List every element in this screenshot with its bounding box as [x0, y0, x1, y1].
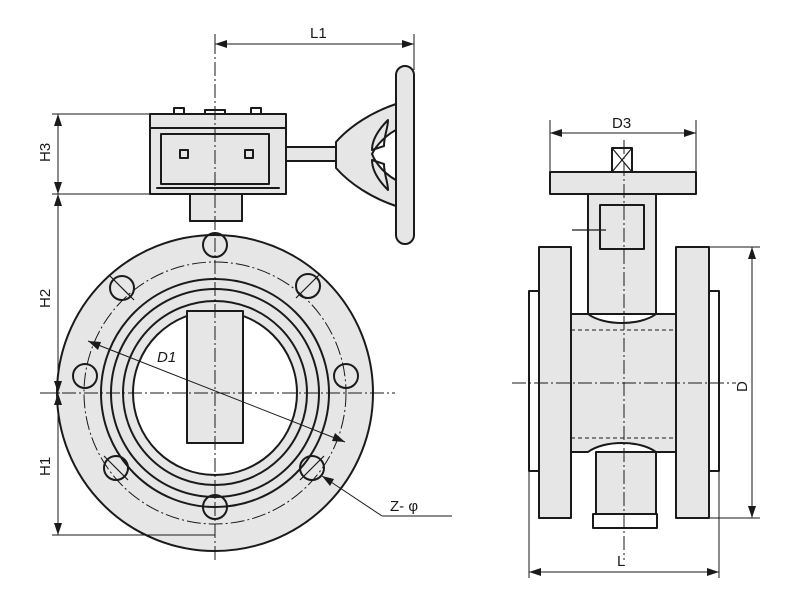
label-D: D	[734, 381, 751, 392]
bolt-hole-lower-left	[103, 455, 129, 481]
label-H2: H2	[37, 289, 54, 308]
bolt-hole-left	[72, 363, 98, 389]
gearbox	[149, 107, 287, 195]
dimension-D1	[87, 340, 346, 443]
label-H1: H1	[37, 457, 54, 476]
square-drive	[611, 147, 633, 173]
right-flange-face	[708, 290, 720, 472]
label-Z-phi: Z- φ	[390, 498, 418, 515]
top-mounting-flange	[549, 171, 697, 195]
label-H3: H3	[37, 143, 54, 162]
valve-neck	[189, 192, 243, 222]
label-L: L	[617, 553, 625, 570]
dimension-L1	[214, 34, 415, 70]
dimension-D3	[549, 120, 697, 172]
dimension-L	[528, 471, 720, 578]
side-neck-inner	[599, 204, 645, 250]
left-flange-face	[528, 290, 540, 472]
dimension-H-stack	[52, 113, 215, 536]
label-D1: D1	[157, 349, 176, 366]
handwheel-rim	[395, 65, 415, 245]
bolt-hole-upper-left	[109, 275, 135, 301]
dimension-Z-phi	[321, 475, 452, 517]
bottom-stub	[595, 451, 657, 515]
bolt-hole-lower-right	[299, 455, 325, 481]
bolt-hole-right	[333, 363, 359, 389]
bottom-stub-cap	[592, 513, 658, 529]
label-L1: L1	[310, 25, 327, 42]
handwheel-shaft	[285, 146, 337, 162]
label-D3: D3	[612, 115, 631, 132]
bolt-hole-upper-right	[295, 273, 321, 299]
side-neck	[587, 193, 657, 315]
handwheel-hub	[335, 103, 401, 207]
dimension-D	[709, 246, 760, 519]
front-view: L1 H3 H2 H1 D1	[37, 25, 452, 560]
side-view: D3 D L	[512, 115, 760, 578]
